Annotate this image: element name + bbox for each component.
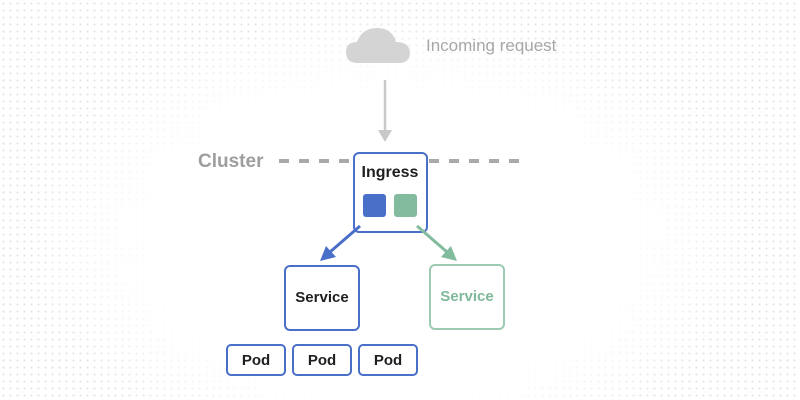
ingress-rule-green: [394, 194, 417, 217]
service-box-blue: [284, 265, 360, 331]
incoming-arrow: [378, 80, 392, 142]
route-arrow-green: [416, 224, 457, 261]
pod-label-1: Pod: [241, 352, 271, 369]
pod-label-2: Pod: [307, 352, 337, 369]
pod-box-1: [226, 344, 286, 376]
incoming-request-label: Incoming request: [426, 36, 557, 55]
service-green-label: Service: [440, 288, 494, 305]
cloud-icon: [346, 28, 410, 63]
cluster-label: Cluster: [198, 151, 264, 172]
pod-box-3: [358, 344, 418, 376]
route-arrow-blue: [320, 224, 361, 261]
ingress-label: Ingress: [361, 164, 419, 181]
service-box-green: [429, 264, 505, 330]
ingress-rule-blue: [363, 194, 386, 217]
pod-box-2: [292, 344, 352, 376]
service-blue-label: Service: [295, 289, 349, 306]
pod-label-3: Pod: [373, 352, 403, 369]
